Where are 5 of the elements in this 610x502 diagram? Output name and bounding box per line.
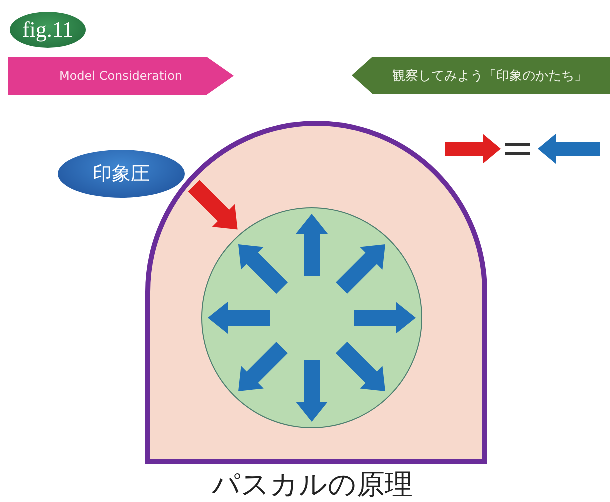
banner-tab: Model Consideration: [8, 57, 234, 95]
figure-number-badge: fig.11: [10, 12, 86, 48]
caption: パスカルの原理: [212, 467, 412, 502]
banner-tab: 観察してみよう「印象のかたち」: [352, 57, 610, 94]
label-ellipse: 印象圧: [58, 150, 185, 198]
